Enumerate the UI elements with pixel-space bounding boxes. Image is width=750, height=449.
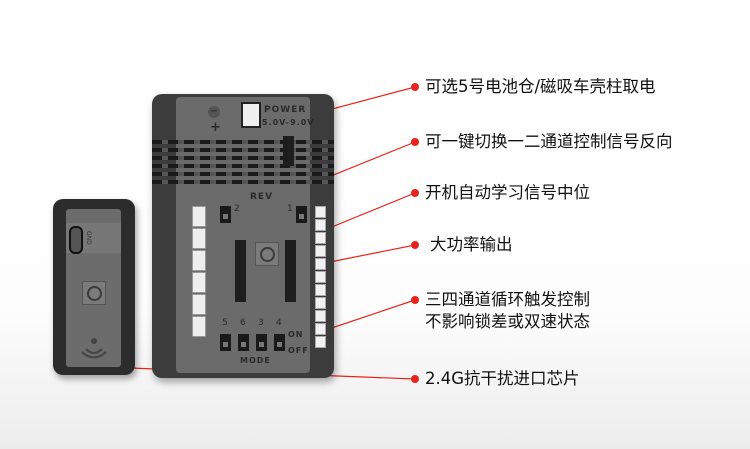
rev-switch-ch1[interactable]: [296, 206, 307, 223]
callout-channels-line1: 三四通道循环触发控制: [425, 290, 590, 309]
power-label: POWER: [264, 105, 307, 115]
bind-pin-header: [283, 136, 294, 166]
on-label: ON: [288, 330, 304, 339]
rev-label: REV: [250, 192, 274, 202]
mode-ch5-label: 5: [222, 318, 229, 328]
callout-output: 大功率输出: [430, 235, 513, 254]
callout-dot: [411, 138, 419, 146]
callout-neutral: 开机自动学习信号中位: [425, 183, 590, 202]
mode-ch3-label: 3: [258, 318, 265, 328]
callout-dot: [411, 241, 419, 249]
usb-port-icon: [69, 226, 83, 254]
transmitter-face: GND: [66, 209, 121, 367]
servo-pin-header-left: [235, 240, 246, 302]
mode-switch-ch6[interactable]: [238, 334, 249, 351]
port-label: GND: [85, 231, 92, 245]
callout-dot: [411, 375, 419, 383]
mode-ch6-label: 6: [240, 318, 247, 328]
callout-dot: [411, 296, 419, 304]
callout-line-4: [329, 244, 416, 263]
callout-reverse: 可一键切换一二通道控制信号反向: [425, 132, 673, 151]
brand-logo-icon: [82, 281, 106, 305]
callout-channels-line2: 不影响锁差或双速状态: [425, 312, 590, 331]
wireless-icon: [81, 338, 107, 359]
off-label: OFF: [288, 346, 309, 355]
mode-switch-ch5[interactable]: [220, 334, 231, 351]
voltage-label: 5.0V-9.0V: [262, 118, 315, 127]
receiver-board: − + POWER 5.0V-9.0V REV 2 1 5 6 3 4 ON O…: [152, 94, 334, 378]
plus-label: +: [210, 120, 222, 135]
minus-label: −: [208, 106, 220, 118]
mode-ch4-label: 4: [276, 318, 283, 328]
rev-switch-ch2[interactable]: [220, 206, 231, 223]
mode-switch-ch3[interactable]: [256, 334, 267, 351]
mode-switch-ch4[interactable]: [274, 334, 285, 351]
callout-power: 可选5号电池仓/磁吸车壳柱取电: [425, 77, 656, 96]
callout-dot: [411, 189, 419, 197]
power-connector: [241, 102, 261, 128]
transmitter: GND: [53, 199, 135, 375]
brand-logo-icon: [255, 242, 279, 266]
rev-ch2-label: 2: [234, 204, 241, 214]
callout-chip: 2.4G抗干扰进口芯片: [425, 369, 580, 388]
servo-pin-header-right: [285, 240, 296, 302]
callout-dot: [411, 83, 419, 91]
rev-ch1-label: 1: [287, 204, 294, 214]
mode-label: MODE: [240, 356, 271, 365]
